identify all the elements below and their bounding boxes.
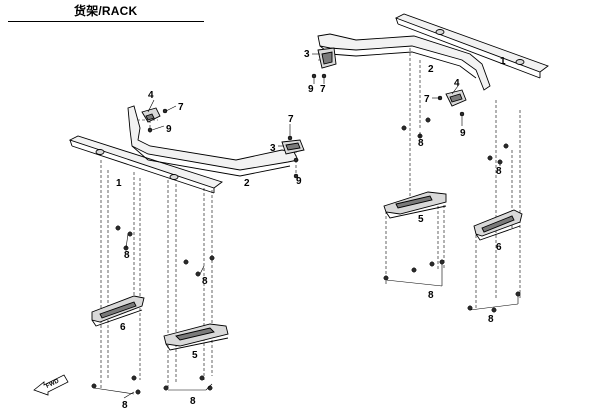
callout-8-left-b: 8 <box>202 276 208 287</box>
right-bolt-group-8 <box>383 117 521 313</box>
callout-8-right-d: 8 <box>488 314 494 325</box>
left-assembly: 1 2 3 4 5 6 7 7 9 9 8 8 8 8 <box>68 90 305 411</box>
callout-2-left: 2 <box>244 178 250 189</box>
callout-6-right: 6 <box>496 242 502 253</box>
left-assembly-guide-lines <box>100 119 297 388</box>
support-bracket-6-left <box>91 295 145 327</box>
callout-3-left: 3 <box>270 143 276 154</box>
page-title: 货架/RACK <box>74 4 138 18</box>
callout-6-left: 6 <box>120 322 126 333</box>
right-assembly: 1 2 3 4 5 6 7 7 9 9 8 8 8 8 <box>304 13 549 325</box>
bracket-4-left <box>141 107 161 123</box>
callout-9-left-a: 9 <box>166 124 172 135</box>
right-assembly-guide-lines <box>318 48 521 310</box>
forward-direction-arrow: FWD <box>33 374 69 396</box>
clip-3-right <box>317 47 337 69</box>
title-underline <box>8 21 204 22</box>
callout-8-left-d: 8 <box>190 396 196 407</box>
callout-4-left: 4 <box>148 90 154 101</box>
callout-8-right-b: 8 <box>496 166 502 177</box>
left-small-bolts <box>147 108 299 179</box>
support-bracket-6-right <box>473 209 523 241</box>
callout-9-left-b: 9 <box>296 176 302 187</box>
fwd-label: FWD <box>45 378 61 390</box>
bracket-4-right <box>445 89 467 107</box>
callout-8-right-c: 8 <box>428 290 434 301</box>
callout-4-right: 4 <box>454 78 460 89</box>
callout-8-left-a: 8 <box>124 250 130 261</box>
callout-9-right-b: 9 <box>460 128 466 139</box>
rack-rail-1-left <box>68 135 223 194</box>
right-leader-lines <box>312 53 519 311</box>
callout-7-left-a: 7 <box>178 102 184 113</box>
callout-7-right-b: 7 <box>320 84 326 95</box>
support-bracket-5-left <box>163 323 229 351</box>
support-bracket-5-right <box>383 191 447 219</box>
callout-5-right: 5 <box>418 214 424 225</box>
callout-7-left-b: 7 <box>288 114 294 125</box>
callout-8-right-a: 8 <box>418 138 424 149</box>
clip-3-left <box>281 139 305 155</box>
callout-1-right: 1 <box>500 56 506 67</box>
callout-9-right-a: 9 <box>308 84 314 95</box>
callout-1-left: 1 <box>116 178 122 189</box>
callout-5-left: 5 <box>192 350 198 361</box>
callout-3-right: 3 <box>304 49 310 60</box>
callout-8-left-c: 8 <box>122 400 128 411</box>
rack-rail-1-right <box>394 13 549 79</box>
right-small-bolts <box>311 73 465 117</box>
callout-7-right-a: 7 <box>424 94 430 105</box>
left-leader-lines <box>93 99 291 399</box>
callout-2-right: 2 <box>428 64 434 75</box>
